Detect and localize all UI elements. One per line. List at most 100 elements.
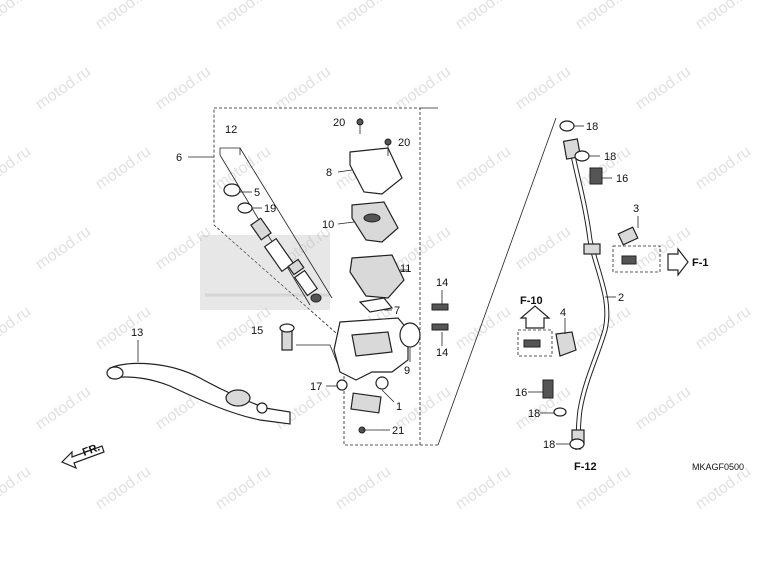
- brake-hose-inner: [568, 139, 609, 451]
- bolt-14a: [431, 303, 449, 311]
- part-3-bolt: [621, 255, 637, 265]
- ref-f1: F-1: [692, 257, 709, 269]
- watermark-text: motod.ru: [33, 63, 94, 113]
- guide-line-b: [437, 117, 557, 446]
- callout-16b: 16: [515, 387, 527, 399]
- callout-16a: 16: [616, 173, 628, 185]
- washer-18a: [559, 120, 575, 132]
- watermark-text: motod.ru: [453, 463, 514, 513]
- callout-19: 19: [264, 203, 276, 215]
- watermark-text: motod.ru: [273, 383, 334, 433]
- watermark-text: motod.ru: [153, 63, 214, 113]
- leader-8: [337, 169, 353, 173]
- washer-18b: [574, 150, 590, 162]
- callout-14a: 14: [436, 277, 448, 289]
- washer-18c: [553, 407, 567, 417]
- f1-reference-box: [612, 245, 661, 273]
- watermark-text: motod.ru: [633, 63, 694, 113]
- part-3-stay: [617, 226, 639, 246]
- watermark-text: motod.ru: [693, 143, 754, 193]
- callout-18c: 18: [528, 408, 540, 420]
- callout-1: 1: [396, 401, 402, 413]
- part-5-boot: [223, 183, 241, 197]
- spring-end: [310, 293, 322, 303]
- watermark-text: motod.ru: [453, 0, 514, 33]
- watermark-text: motod.ru: [513, 63, 574, 113]
- watermark-text: motod.ru: [93, 0, 154, 33]
- washer-18d: [569, 438, 585, 450]
- callout-6: 6: [176, 152, 182, 164]
- watermark-text: motod.ru: [0, 303, 34, 353]
- callout-4: 4: [560, 307, 566, 319]
- callout-15: 15: [251, 325, 263, 337]
- callout-18d: 18: [543, 439, 555, 451]
- leader-10: [337, 221, 355, 225]
- part-10-center: [363, 213, 381, 223]
- part-19-circlip: [237, 202, 253, 214]
- part-13-lever: [109, 362, 291, 425]
- lever-adjuster: [225, 389, 251, 407]
- part-7-clip: [358, 297, 394, 313]
- f1-arrow: [667, 247, 689, 277]
- callout-10: 10: [322, 219, 334, 231]
- callout-13: 13: [131, 327, 143, 339]
- f10-bolt: [523, 339, 541, 348]
- screw-20b-head: [384, 138, 392, 146]
- lever-pivot: [256, 402, 268, 414]
- front-direction-arrow: [60, 445, 105, 470]
- cylinder-bore: [351, 331, 393, 357]
- callout-21: 21: [392, 425, 404, 437]
- watermark-text: motod.ru: [393, 63, 454, 113]
- watermark-text: motod.ru: [333, 463, 394, 513]
- piston-body: [263, 237, 295, 273]
- watermark-text: motod.ru: [693, 303, 754, 353]
- callout-14b: 14: [436, 347, 448, 359]
- callout-8: 8: [326, 167, 332, 179]
- pivot-nut: [375, 376, 389, 390]
- callout-18a: 18: [586, 121, 598, 133]
- bolt-14b: [431, 323, 449, 331]
- callout-9: 9: [404, 365, 410, 377]
- watermark-text: motod.ru: [573, 0, 634, 33]
- callout-12: 12: [225, 124, 237, 136]
- watermark-text: motod.ru: [33, 223, 94, 273]
- diagram-code: MKAGF0500: [692, 462, 744, 472]
- part-4-clamp: [555, 331, 577, 357]
- watermark-text: motod.ru: [453, 303, 514, 353]
- leader-12: [219, 147, 241, 155]
- part-1-switch: [350, 392, 382, 414]
- part-9-bracket: [399, 322, 421, 348]
- piston-seal: [287, 258, 305, 276]
- watermark-text: motod.ru: [453, 143, 514, 193]
- lever-tip: [106, 366, 124, 380]
- callout-11: 11: [400, 263, 411, 275]
- direction-label: FR.: [81, 441, 102, 458]
- watermark-text: motod.ru: [93, 143, 154, 193]
- watermark-text: motod.ru: [33, 383, 94, 433]
- callout-20b: 20: [398, 137, 410, 149]
- callout-2: 2: [618, 292, 624, 304]
- bolt-16a: [589, 167, 603, 185]
- ref-f12: F-12: [574, 461, 597, 473]
- watermark-text: motod.ru: [0, 143, 34, 193]
- watermark-text: motod.ru: [693, 0, 754, 33]
- piston-rod: [250, 217, 272, 241]
- part-8-cap: [349, 147, 403, 195]
- watermark-text: motod.ru: [213, 0, 274, 33]
- watermark-text: motod.ru: [93, 463, 154, 513]
- part-17-washer: [336, 379, 348, 391]
- callout-18b: 18: [604, 151, 616, 163]
- watermark-text: motod.ru: [333, 0, 394, 33]
- watermark-text: motod.ru: [0, 463, 34, 513]
- faded-housing-illustration: [200, 235, 330, 310]
- callout-5: 5: [254, 187, 260, 199]
- callout-3: 3: [633, 203, 639, 215]
- bolt-15-head: [279, 323, 295, 333]
- watermark-text: motod.ru: [633, 383, 694, 433]
- leader-15: [296, 344, 339, 366]
- watermark-text: motod.ru: [213, 463, 274, 513]
- f10-reference-box: [517, 329, 553, 357]
- bolt-16b: [542, 379, 554, 399]
- watermark-text: motod.ru: [513, 223, 574, 273]
- screw-20a-head: [356, 118, 364, 126]
